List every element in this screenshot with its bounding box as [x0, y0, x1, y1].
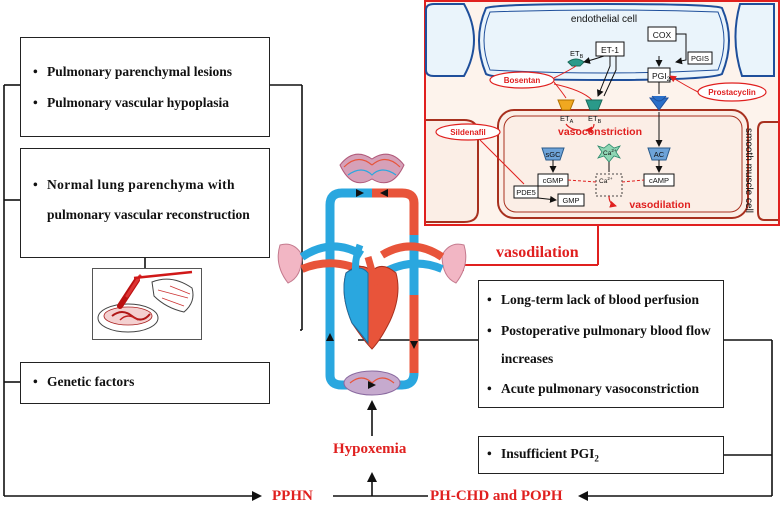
bosentan-label: Bosentan [504, 76, 541, 85]
bullet-item: • Pulmonary vascular hypoplasia [33, 95, 229, 111]
bullet-dot-icon: • [487, 323, 492, 338]
heart-circulation-illustration [277, 153, 467, 396]
et-b-top-label: ETB [570, 49, 584, 60]
bullet-dot-icon: • [33, 374, 38, 389]
phchd-label: PH-CHD and POPH [430, 488, 563, 504]
sildenafil-label: Sildenafil [450, 128, 486, 137]
smooth-muscle-cell-label: smooth muscle cell [743, 128, 754, 213]
bullet-text: Genetic factors [47, 374, 135, 389]
bullet-dot-icon: • [487, 381, 492, 396]
ca-mid-label: Ca2+ [599, 176, 613, 185]
bullet-dot-icon: • [487, 292, 492, 307]
et-a-label: ETA [560, 114, 574, 125]
left-box-reconstruction: • Normal lung parenchyma with pulmonary v… [20, 148, 270, 258]
ca-top-label: Ca2+ [603, 148, 617, 157]
bullet-dot-icon: • [33, 177, 38, 192]
sgc-label: sGC [546, 150, 562, 159]
left-box-genetic: • Genetic factors [20, 362, 270, 404]
bullet-item: • Normal lung parenchyma with [33, 177, 235, 193]
bullet-text: pulmonary vascular reconstruction [47, 207, 250, 222]
et-b-label: ETB [588, 114, 602, 125]
bullet-item: • Postoperative pulmonary blood flow [487, 323, 711, 339]
pgis-label: PGIS [691, 54, 709, 63]
bullet-text: Pulmonary vascular hypoplasia [47, 95, 230, 110]
vasodilation-label: vasodilation [496, 244, 579, 261]
bullet-item: • Acute pulmonary vasoconstriction [487, 381, 699, 397]
bullet-dot-icon: • [33, 64, 38, 79]
bullet-item: • Insufficient PGI2 [487, 446, 599, 464]
endothelial-cell-label: endothelial cell [571, 14, 637, 25]
bullet-text: Acute pulmonary vasoconstriction [501, 381, 699, 396]
hypoxemia-label: Hypoxemia [333, 441, 407, 457]
bullet-dot-icon: • [33, 95, 38, 110]
ac-label: AC [654, 150, 665, 159]
bullet-item: increases [501, 351, 553, 367]
camp-label: cAMP [649, 176, 669, 185]
pphn-label: PPHN [272, 488, 313, 504]
pde5-label: PDE5 [516, 188, 536, 197]
vasoconstriction-label: vasoconstriction [558, 126, 642, 138]
cell-mechanism-inset: endothelial cell smooth muscle cell COX … [424, 0, 780, 226]
bullet-dot-icon: • [487, 446, 492, 461]
prostacyclin-label: Prostacyclin [708, 88, 756, 97]
vasodilation-inset-label: vasodilation [629, 199, 690, 211]
bullet-item: • Pulmonary parenchymal lesions [33, 64, 232, 80]
gmp-label: GMP [562, 196, 579, 205]
bullet-text: Pulmonary parenchymal lesions [47, 64, 233, 79]
cox-label: COX [653, 30, 672, 40]
bullet-item: • Long-term lack of blood perfusion [487, 292, 699, 308]
bullet-item: • Genetic factors [33, 374, 134, 390]
bullet-text: Postoperative pulmonary blood flow [501, 323, 711, 338]
cgmp-label: cGMP [543, 176, 564, 185]
bullet-text: Long-term lack of blood perfusion [501, 292, 700, 307]
lung-specimen-picture [92, 268, 202, 340]
right-box-postoperative: • Long-term lack of blood perfusion • Post… [478, 280, 724, 408]
pgi2-label: PGI2 [652, 71, 671, 83]
right-box-pgi2: • Insufficient PGI2 [478, 436, 724, 474]
bullet-text: Insufficient PGI [501, 446, 595, 461]
bullet-subscript: 2 [594, 453, 599, 464]
bullet-text: increases [501, 351, 554, 366]
et1-label: ET-1 [601, 45, 619, 55]
left-box-parenchymal: • Pulmonary parenchymal lesions • Pulmonar… [20, 37, 270, 137]
bullet-text: Normal lung parenchyma with [47, 177, 235, 192]
bullet-item: pulmonary vascular reconstruction [47, 207, 250, 223]
